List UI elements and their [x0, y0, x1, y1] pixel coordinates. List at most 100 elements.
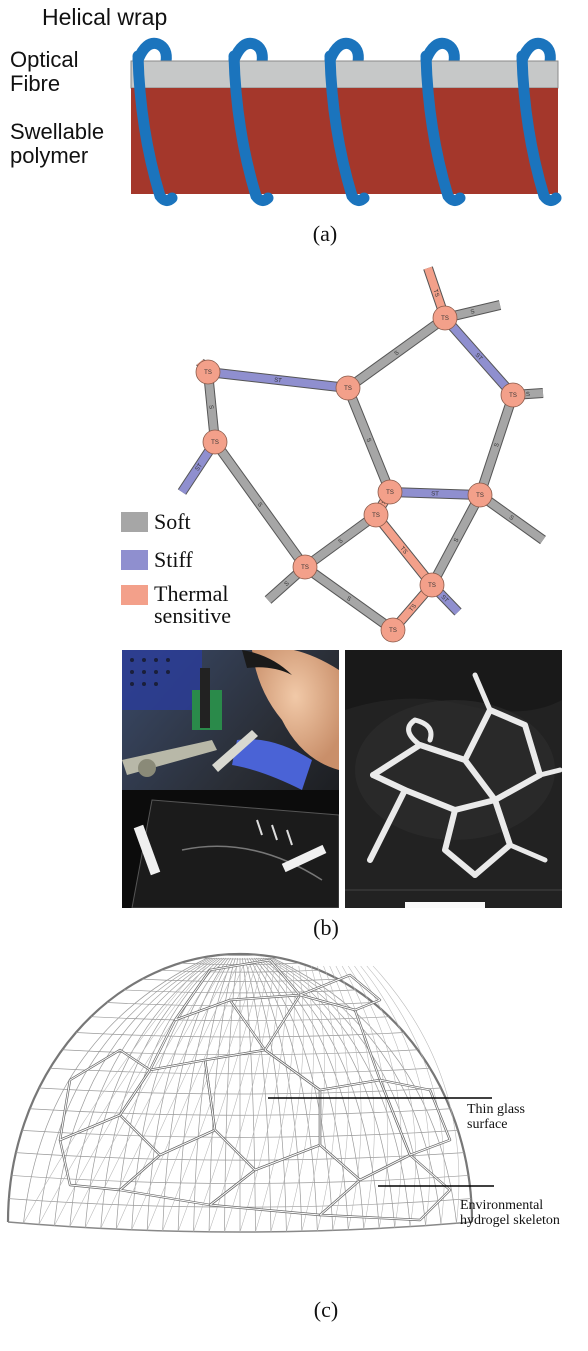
network-edge-tag: TS: [379, 499, 388, 509]
network-node-tag: TS: [211, 440, 219, 446]
dome-grid-longitude: [256, 957, 349, 1230]
network-node-thermal: [292, 554, 318, 580]
network-node-thermal: [335, 375, 361, 401]
dome-grid-latitude: [219, 954, 261, 956]
dome-grid-longitude: [272, 957, 457, 1224]
network-edge-soft: [476, 393, 517, 497]
network-edge-tag: S: [365, 437, 372, 443]
dome-grid-longitude: [244, 957, 272, 1232]
legend-item-stiff: Stiff: [121, 549, 193, 571]
dome-grid-diagonal: [329, 965, 362, 1230]
callout-hydrogel-line1: Environmental: [460, 1198, 544, 1213]
dome-grid-diagonal: [116, 965, 238, 1230]
network-edge-tag: S: [394, 350, 401, 357]
network-node-tag: TS: [476, 493, 484, 499]
dome-skeleton-cell-inner: [209, 1144, 361, 1216]
network-node-thermal: [419, 572, 445, 598]
helical-wrap-strand: [132, 50, 178, 207]
helical-wrap-loop: [132, 37, 172, 68]
legend-label-thermal-line2: sensitive: [154, 603, 231, 628]
dome-grid-longitude: [177, 957, 232, 1232]
network-edge-tag: ST: [439, 594, 449, 604]
network-edge-soft: [211, 439, 309, 570]
dome-grid-longitude: [38, 957, 210, 1225]
helical-wrap-strand: [516, 50, 562, 207]
dome-grid-diagonal: [239, 965, 287, 1233]
helical-wrap-loop: [324, 37, 364, 68]
dome-grid-longitude: [100, 957, 220, 1229]
network-edge-soft: [302, 563, 396, 634]
dome-skeleton-cell-inner: [264, 994, 381, 1091]
dome-skeleton-cell-inner: [379, 1079, 451, 1156]
callout-thin-glass-surface: Thin glass surface: [467, 1102, 525, 1132]
network-edge-tag: S: [526, 392, 530, 398]
dome-grid-longitude: [246, 957, 287, 1232]
network-edge-soft: [428, 493, 484, 587]
dome-grid-longitude: [54, 957, 213, 1226]
helical-wrap-loop: [228, 37, 268, 68]
caption-c: (c): [313, 1297, 339, 1322]
network-edge-tag: S: [256, 502, 263, 509]
helical-wrap-diagram: [130, 37, 562, 207]
network-node-tag: TS: [509, 393, 517, 399]
legend-label-thermal: Thermal sensitive: [154, 583, 231, 627]
network-edge-thermal: [372, 512, 436, 588]
dome-grid-diagonal: [301, 965, 325, 1232]
dome-wireframe-diagram: [6, 952, 494, 1233]
legend-label-thermal-line1: Thermal: [154, 581, 229, 606]
helical-wrap-strand: [228, 50, 274, 207]
network-edge-soft: [302, 511, 379, 571]
network-edge-tag: S: [453, 537, 460, 543]
callout-hydrogel-skeleton: Environmental hydrogel skeleton: [460, 1198, 560, 1228]
dome-grid-diagonal: [131, 965, 244, 1230]
network-node-thermal: [202, 429, 228, 455]
network-edge-tag: ST: [431, 491, 439, 497]
photo-printing-setup-image: [122, 650, 339, 908]
dome-grid-longitude: [265, 957, 411, 1227]
network-node-tag: TS: [204, 370, 212, 376]
dome-grid-diagonal: [146, 965, 250, 1231]
network-edge-soft: [477, 491, 546, 544]
network-node-tag: TS: [428, 583, 436, 589]
dome-grid-diagonal: [366, 965, 445, 1225]
photo-printing-setup: [122, 650, 339, 908]
dome-grid-longitude: [263, 957, 396, 1228]
network-node-thermal: [377, 479, 403, 505]
dome-grid-longitude: [241, 957, 256, 1232]
legend-label-soft: Soft: [154, 509, 191, 534]
network-edge-stiff: [207, 368, 349, 392]
network-edge-tag: TS: [408, 603, 418, 613]
callout-thin-glass-line2: surface: [467, 1117, 508, 1132]
dome-skeleton-cell-inner: [149, 999, 266, 1071]
dome-grid-diagonal: [162, 965, 256, 1231]
network-edge-tag: S: [508, 515, 515, 522]
network-edge-tag: S: [470, 309, 475, 316]
dome-skeleton-cell-inner: [299, 974, 381, 1011]
caption-b: (b): [313, 915, 339, 940]
dome-grid-longitude: [267, 957, 426, 1226]
dome-skeleton-cell-inner: [319, 1079, 411, 1181]
callout-hydrogel-line2: hydrogel skeleton: [460, 1213, 560, 1228]
optical-fibre-label-line2: Fibre: [10, 71, 61, 96]
callout-thin-glass-line1: Thin glass: [467, 1102, 525, 1117]
swellable-polymer-label-line2: polymer: [10, 143, 89, 168]
network-edge-tag: S: [284, 581, 291, 588]
dome-grid-diagonal: [341, 965, 389, 1229]
legend-swatch-soft: [121, 512, 148, 532]
dome-grid-longitude: [23, 957, 208, 1224]
network-edge-stiff: [389, 488, 481, 499]
dome-grid-diagonal: [38, 965, 207, 1225]
network-edge-tag: TS: [398, 546, 407, 556]
photo-printed-network-image: [345, 650, 562, 908]
network-edge-tag: S: [207, 405, 213, 410]
dome-skeleton-cell-inner: [59, 1049, 151, 1141]
network-edge-soft: [344, 386, 394, 494]
network-node-tag: TS: [301, 565, 309, 571]
dome-grid-diagonal: [224, 965, 281, 1233]
helical-wrap-label: Helical wrap: [42, 4, 168, 30]
helical-wrap-loop: [516, 37, 556, 68]
dome-grid-diagonal: [286, 965, 314, 1232]
legend-swatch-stiff: [121, 550, 148, 570]
legend-swatch-thermal: [121, 585, 148, 605]
dome-grid-diagonal: [193, 965, 269, 1232]
